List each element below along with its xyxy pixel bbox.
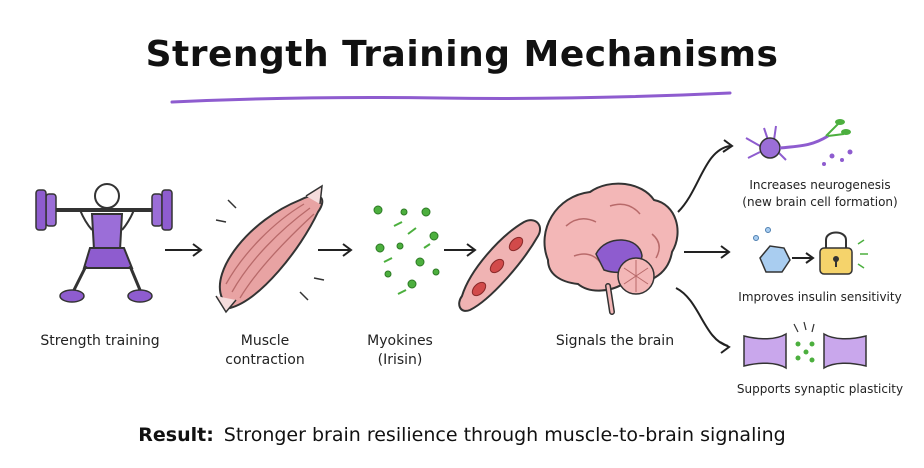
blood-vessel-icon — [458, 219, 542, 312]
step-label-myokines-line2: (Irisin) — [377, 352, 423, 368]
arrow-right-icon — [165, 243, 203, 257]
step-label-muscle-line2: contraction — [225, 352, 305, 368]
padlock-icon — [819, 231, 868, 275]
step-label-signals-brain: Signals the brain — [555, 333, 675, 349]
muscle-icon — [215, 184, 325, 314]
step-label-strength-training: Strength training — [40, 333, 160, 349]
myokines-dots-icon — [373, 205, 440, 295]
outcome-label-synaptic: Supports synaptic plasticity — [736, 382, 904, 396]
title-underline — [170, 91, 732, 104]
weightlifter-icon — [35, 183, 173, 303]
step-label-myokines-line1: Myokines — [367, 333, 433, 349]
arrow-right-icon — [444, 243, 477, 257]
result-heading: Result: — [138, 424, 214, 446]
outcome-label-insulin: Improves insulin sensitivity — [738, 290, 902, 304]
outcome-label-neurogenesis-line2: (new brain cell formation) — [742, 195, 898, 209]
branch-arrows — [675, 139, 734, 354]
outcome-label-neurogenesis-line1: Increases neurogenesis — [749, 178, 891, 192]
result-text: Stronger brain resilience through muscle… — [223, 424, 786, 446]
step-label-muscle-line1: Muscle — [240, 333, 290, 349]
arrow-right-icon — [318, 243, 353, 257]
brain-icon — [543, 182, 679, 315]
result-statement: Result: Stronger brain resilience through… — [0, 424, 924, 446]
insulin-crystal-icon — [753, 227, 791, 273]
page-title: Strength Training Mechanisms — [145, 34, 779, 75]
arrow-right-icon — [792, 252, 815, 264]
synapse-icon — [743, 321, 867, 370]
neuron-icon — [745, 119, 853, 166]
